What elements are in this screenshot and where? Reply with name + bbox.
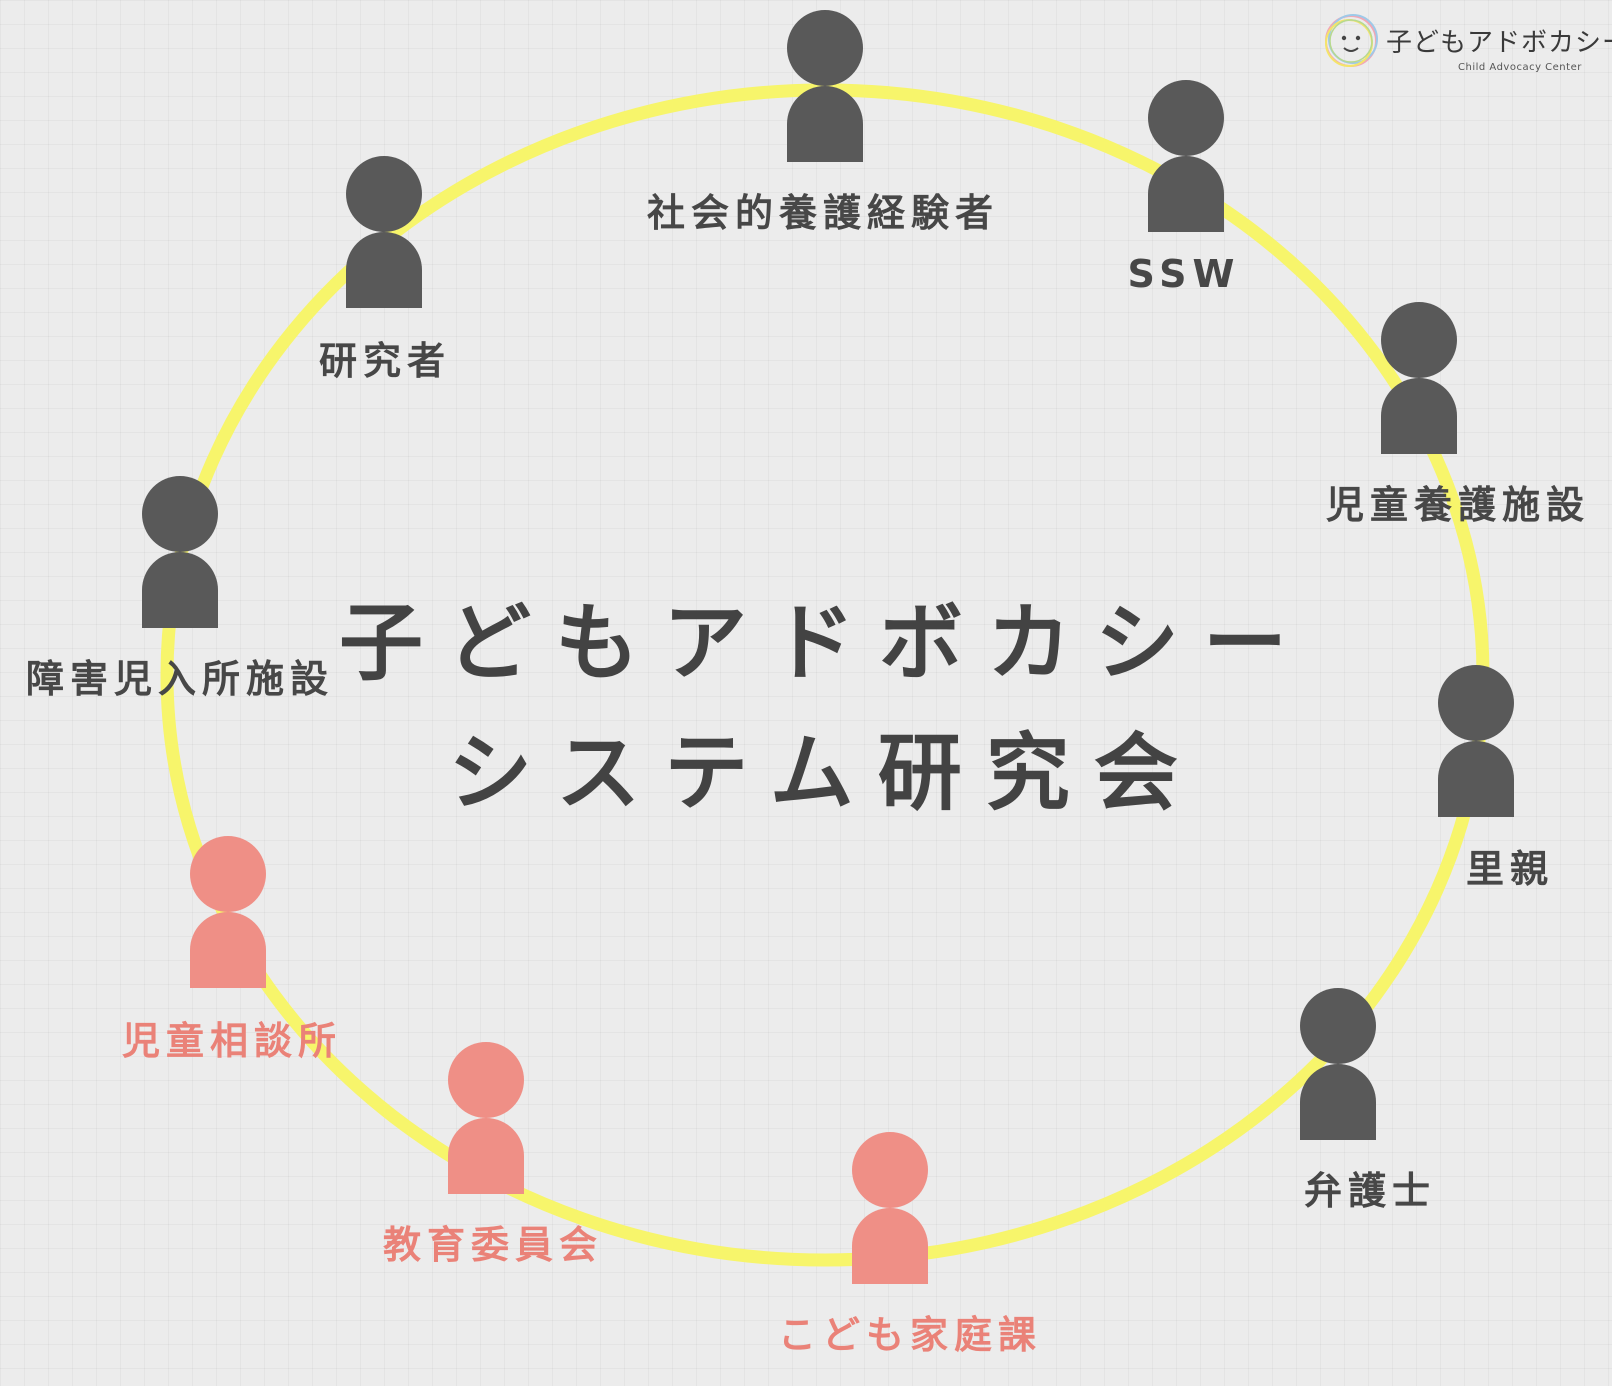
person-icon: [142, 476, 218, 628]
person-head: [1300, 988, 1376, 1064]
logo-subtitle: Child Advocacy Center: [1458, 62, 1582, 73]
logo-face-icon: [1325, 14, 1378, 67]
member-label: 児童相談所: [121, 1019, 343, 1063]
person-body: [448, 1118, 524, 1194]
member-label: 弁護士: [1303, 1169, 1437, 1213]
member-label: 研究者: [318, 339, 452, 383]
member-label: 障害児入所施設: [25, 657, 335, 701]
logo-name: 子どもアドボカシー: [1386, 28, 1612, 58]
person-body: [1438, 741, 1514, 817]
person-head: [448, 1042, 524, 1118]
person-icon: [1381, 302, 1457, 454]
person-body: [142, 552, 218, 628]
member-label: 教育委員会: [382, 1223, 604, 1267]
person-icon: [1438, 665, 1514, 817]
person-head: [142, 476, 218, 552]
person-body: [346, 232, 422, 308]
person-head: [190, 836, 266, 912]
person-icon: [852, 1132, 928, 1284]
person-head: [1381, 302, 1457, 378]
person-head: [346, 156, 422, 232]
person-icon: [1300, 988, 1376, 1140]
member-label: 社会的養護経験者: [646, 191, 1000, 235]
title-line-2: システム研究会: [448, 724, 1202, 822]
member-label: 里親: [1465, 847, 1555, 891]
person-body: [787, 86, 863, 162]
person-icon: [346, 156, 422, 308]
person-head: [1438, 665, 1514, 741]
logo: 子どもアドボカシー Child Advocacy Center: [1320, 8, 1612, 80]
person-body: [852, 1208, 928, 1284]
member-label: SSW: [1127, 252, 1241, 296]
person-body: [1381, 378, 1457, 454]
person-head: [787, 10, 863, 86]
person-icon: [787, 10, 863, 162]
person-head: [852, 1132, 928, 1208]
person-head: [1148, 80, 1224, 156]
person-icon: [1148, 80, 1224, 232]
page-title: 子どもアドボカシー システム研究会: [339, 578, 1311, 838]
title-line-1: 子どもアドボカシー: [338, 594, 1312, 692]
member-label: こども家庭課: [777, 1313, 1043, 1357]
person-body: [1148, 156, 1224, 232]
person-body: [190, 912, 266, 988]
person-icon: [448, 1042, 524, 1194]
person-body: [1300, 1064, 1376, 1140]
person-icon: [190, 836, 266, 988]
member-label: 児童養護施設: [1325, 483, 1591, 527]
